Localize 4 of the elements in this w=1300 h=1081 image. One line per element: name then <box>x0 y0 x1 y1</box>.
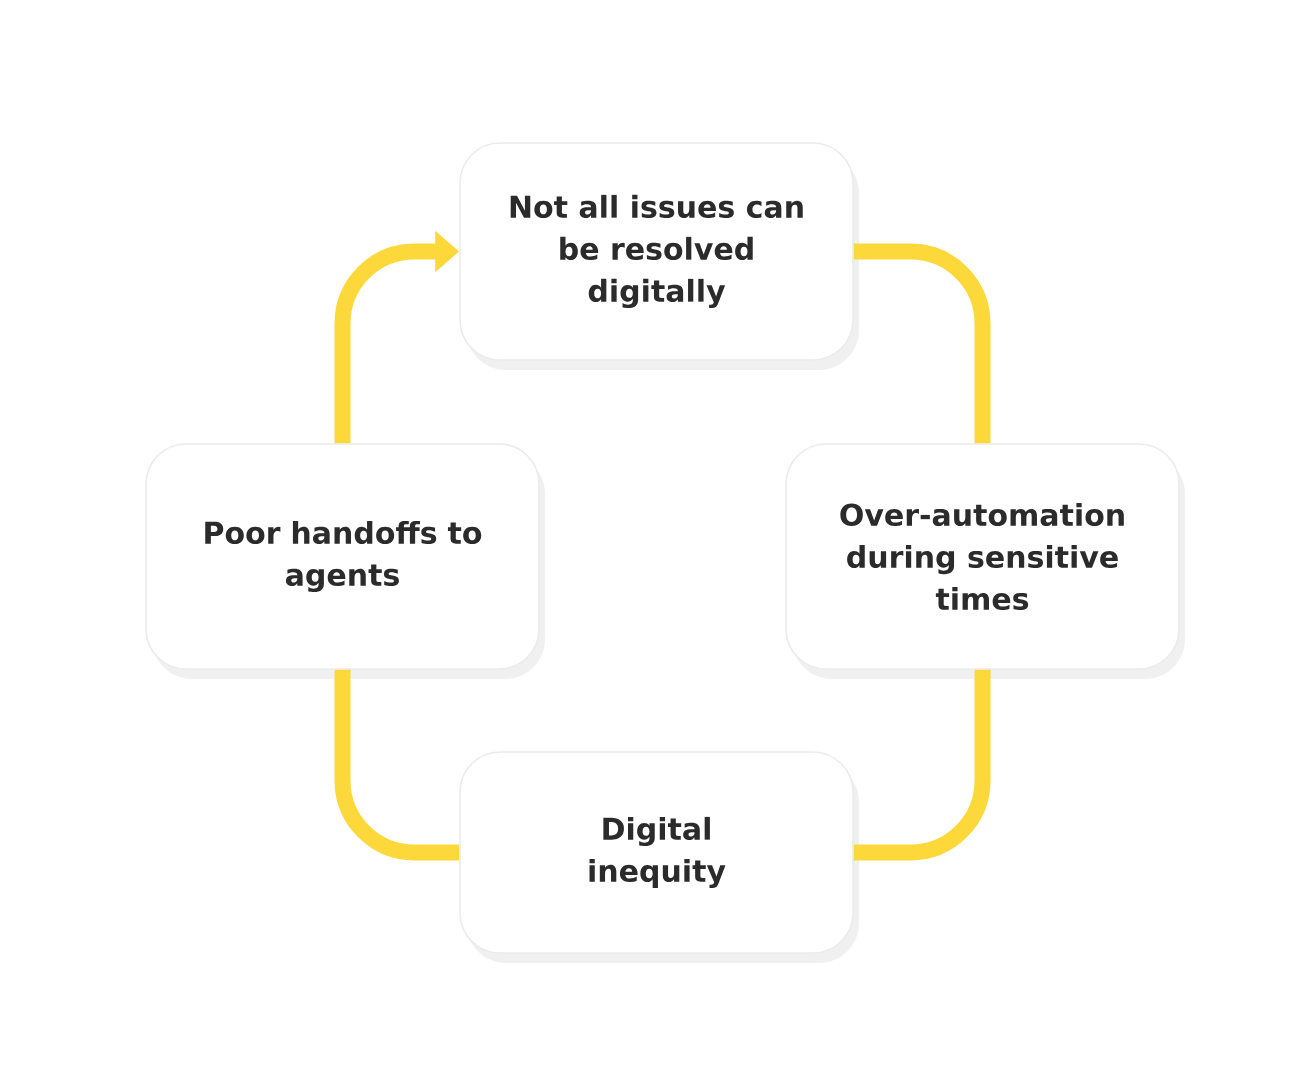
rounded-box: Not all issues can be resolved digitally <box>459 142 859 370</box>
rounded-box: Digital inequity <box>459 751 859 963</box>
rounded-box: Poor handoffs to agents <box>145 443 545 679</box>
rounded-box: Over-automation during sensitive times <box>785 443 1185 679</box>
